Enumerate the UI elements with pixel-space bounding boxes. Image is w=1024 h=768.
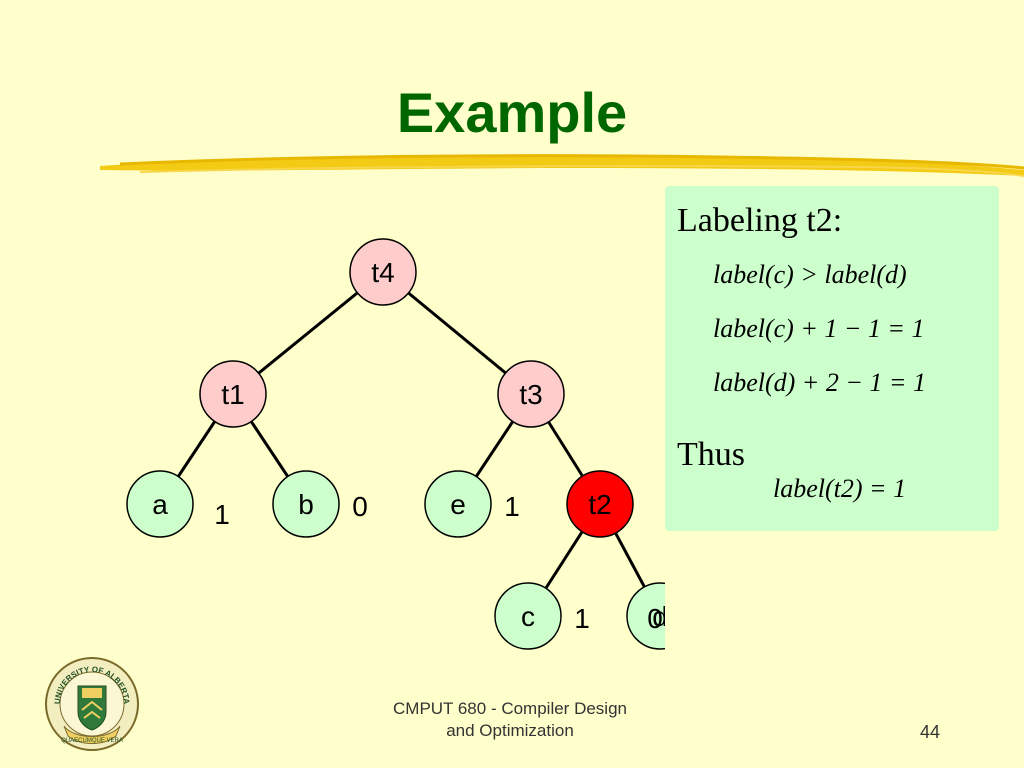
footer-line-2: and Optimization <box>446 721 574 740</box>
tree-node-t1: t1 <box>199 360 267 428</box>
node-label-t2: t2 <box>588 489 611 520</box>
node-circle-t4 <box>349 238 417 306</box>
equation-2: label(c) + 1 − 1 = 1 <box>713 314 925 343</box>
node-circle-t2 <box>566 470 634 538</box>
node-label-c: c <box>521 601 535 632</box>
panel-result: label(t2) = 1 <box>773 474 907 503</box>
node-label-d: d <box>652 601 665 632</box>
node-circle-d <box>626 582 665 650</box>
tree-node-t2: t2 <box>566 470 634 538</box>
rank-label-c: 1 <box>574 603 590 634</box>
equation-1: label(c) > label(d) <box>713 260 907 289</box>
node-circle-b <box>272 470 340 538</box>
node-circle-c <box>494 582 562 650</box>
node-circle-a <box>126 470 194 538</box>
node-label-t1: t1 <box>221 379 244 410</box>
labeling-panel: Labeling t2: label(c) > label(d) label(c… <box>665 186 999 531</box>
equation-3: label(d) + 2 − 1 = 1 <box>713 368 926 397</box>
panel-heading: Labeling t2: <box>677 202 843 239</box>
page-number: 44 <box>920 722 941 742</box>
footer-line-1: CMPUT 680 - Compiler Design <box>393 699 627 718</box>
slide-title: Example <box>396 81 628 144</box>
node-label-t4: t4 <box>371 257 394 288</box>
rank-label-e: 1 <box>504 491 520 522</box>
rank-label-d: 0 <box>647 603 663 634</box>
panel-conclusion: Thus <box>677 436 745 473</box>
logo-text-bottom: QUAECUMQUE VERA <box>61 738 123 744</box>
node-label-b: b <box>298 489 314 520</box>
university-crest-logo: UNIVERSITY OF ALBERTA QUAECUMQUE VERA <box>45 657 139 751</box>
node-label-t3: t3 <box>519 379 542 410</box>
slide-footer: CMPUT 680 - Compiler Design and Optimiza… <box>330 698 690 742</box>
rank-label-b: 0 <box>352 491 368 522</box>
node-label-a: a <box>152 489 168 520</box>
tree-node-t4: t4 <box>349 238 417 306</box>
node-circle-e <box>424 470 492 538</box>
node-circle-t1 <box>199 360 267 428</box>
title-underline-brush <box>100 154 1024 177</box>
rank-label-a: 1 <box>214 499 230 530</box>
node-label-e: e <box>450 489 466 520</box>
node-circle-t3 <box>497 360 565 428</box>
tree-node-d: d0 <box>626 582 665 650</box>
tree-node-t3: t3 <box>497 360 565 428</box>
